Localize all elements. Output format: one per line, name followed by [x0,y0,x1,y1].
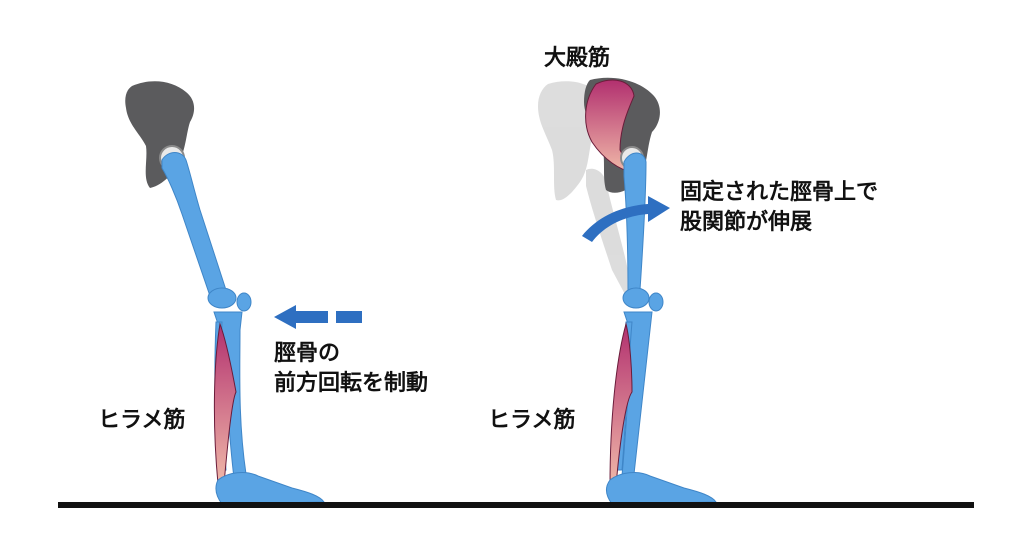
dashed-left-arrow-icon [274,305,362,329]
gluteus-maximus-label: 大殿筋 [544,46,611,71]
right-figure [538,77,717,505]
left-foot [215,472,325,505]
left-soleus-muscle [213,322,237,485]
left-tibia-caption: 脛骨の 前方回転を制動 [274,339,428,399]
left-femur [161,152,230,307]
hip-extension-caption-line1: 固定された脛骨上で [680,180,879,205]
left-tibia-caption-line2: 前方回転を制動 [274,371,429,396]
right-knee [622,287,650,309]
left-patella [236,292,252,312]
left-figure [125,81,325,505]
left-soleus-label: ヒラメ筋 [98,408,186,433]
curved-right-arrow-icon [582,196,670,242]
right-soleus-muscle [609,322,633,487]
left-tibia-caption-line1: 脛骨の [274,341,341,366]
hip-extension-caption-line2: 股関節が伸展 [680,210,813,235]
right-patella [648,292,664,312]
hip-extension-caption: 固定された脛骨上で 股関節が伸展 [680,178,878,238]
ground-line [58,502,974,508]
right-soleus-label: ヒラメ筋 [488,408,576,433]
right-foot [605,472,717,505]
left-knee [207,287,237,309]
